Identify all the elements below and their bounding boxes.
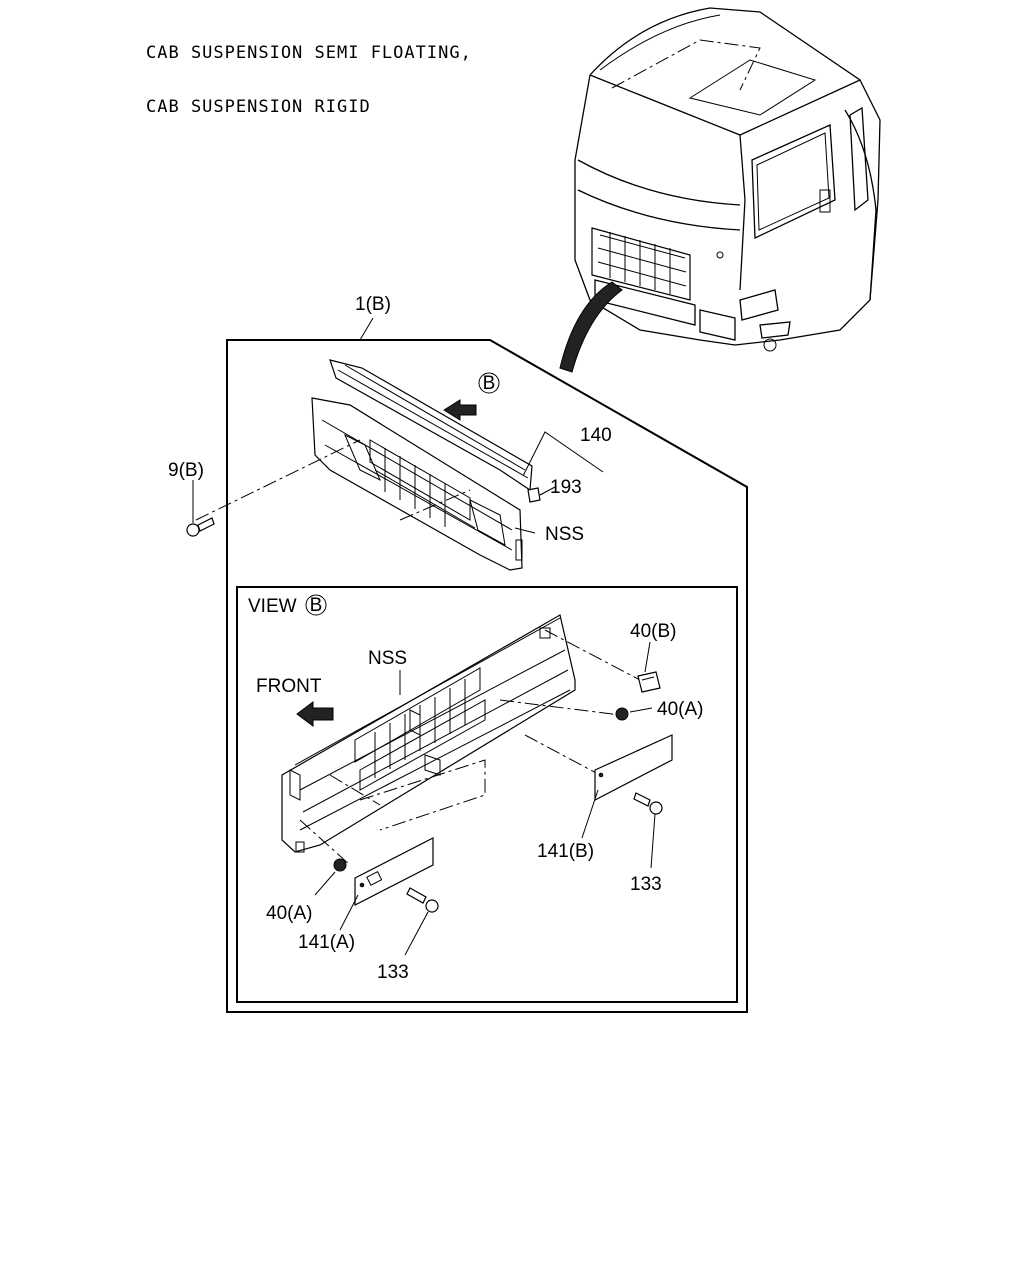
view-marker-circle [478, 372, 500, 394]
part-140-label: 140 [580, 425, 612, 446]
screw-axis-line [195, 439, 361, 521]
clip-193-icon [527, 487, 541, 503]
assembly-leader [359, 317, 374, 341]
grille-rear-view [281, 614, 576, 853]
bracket-141b-icon [594, 734, 673, 801]
front-arrow-icon [296, 701, 334, 727]
header-line-2: CAB SUSPENSION RIGID [146, 97, 371, 117]
view-b-frame [236, 586, 738, 1003]
view-nss-label: NSS [368, 648, 407, 669]
bracket-141a-label: 141(A) [298, 932, 355, 953]
screw-133-right-icon [633, 792, 663, 815]
view-b-letter: B [310, 595, 323, 616]
screw-133-right-label: 133 [630, 874, 662, 895]
screw-9b-icon [186, 517, 215, 537]
header-line-1: CAB SUSPENSION SEMI FLOATING, [146, 43, 472, 63]
part-193-label: 193 [550, 477, 582, 498]
nut-40a-left-icon [333, 858, 347, 872]
screw-133-left-label: 133 [377, 962, 409, 983]
bracket-141b-label: 141(B) [537, 841, 594, 862]
assembly-label: 1(B) [355, 294, 391, 315]
view-b-circle [305, 594, 327, 616]
main-panel-frame [226, 339, 748, 1013]
screw-9b-label: 9(B) [168, 460, 204, 481]
screw-133-left-icon [406, 887, 439, 913]
screw-axis-line-2 [399, 489, 471, 521]
bracket-141a-icon [354, 837, 434, 906]
nut-40a-right-icon [615, 707, 629, 721]
grille-nss-label: NSS [545, 524, 584, 545]
truck-cab-illustration [559, 7, 881, 373]
view-direction-arrow [443, 399, 477, 421]
front-label: FRONT [256, 676, 322, 697]
view-title-label: VIEW [248, 596, 297, 617]
part-140-bracket [522, 431, 604, 477]
view-marker-letter: B [483, 373, 496, 394]
nut-40a-left-label: 40(A) [266, 903, 312, 924]
diagram-header: CAB SUSPENSION SEMI FLOATING, CAB SUSPEN… [146, 8, 472, 134]
clip-40b-icon [637, 671, 661, 693]
front-grille-assembly [311, 359, 533, 571]
clip-40b-label: 40(B) [630, 621, 676, 642]
nut-40a-right-label: 40(A) [657, 699, 703, 720]
